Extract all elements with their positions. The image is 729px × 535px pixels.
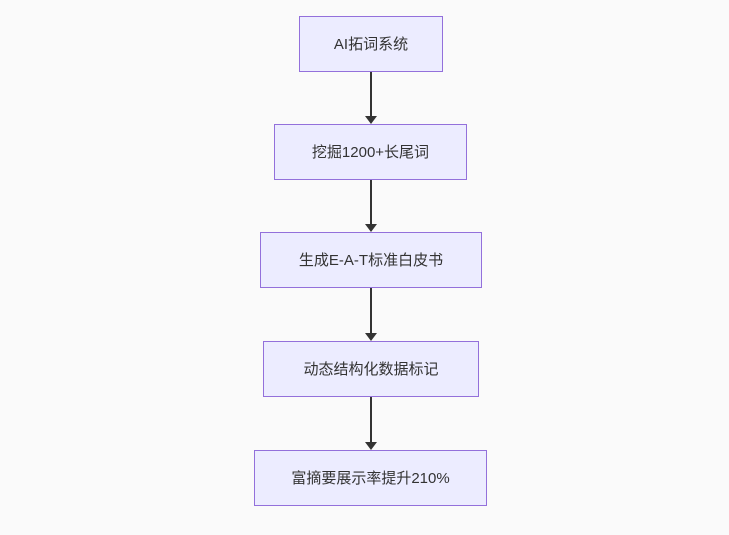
flow-node-longtail-mining: 挖掘1200+长尾词 [274,124,467,180]
arrow-line [370,288,372,334]
flow-node-label: 动态结构化数据标记 [303,360,439,378]
flow-node-label: 生成E-A-T标准白皮书 [298,251,444,269]
flow-node-label: 富摘要展示率提升210% [291,469,450,487]
flow-node-structured-data: 动态结构化数据标记 [263,341,479,397]
flow-node-ai-keyword-system: AI拓词系统 [299,16,443,72]
arrow-line [370,72,372,117]
arrow-head-icon [365,333,377,341]
arrow-line [370,180,372,225]
arrow-head-icon [365,224,377,232]
flow-node-label: AI拓词系统 [333,35,409,53]
arrow-line [370,397,372,443]
flow-node-eat-whitepaper: 生成E-A-T标准白皮书 [260,232,482,288]
flow-node-label: 挖掘1200+长尾词 [311,143,430,161]
arrow-head-icon [365,442,377,450]
flow-node-rich-snippet-result: 富摘要展示率提升210% [254,450,487,506]
arrow-head-icon [365,116,377,124]
